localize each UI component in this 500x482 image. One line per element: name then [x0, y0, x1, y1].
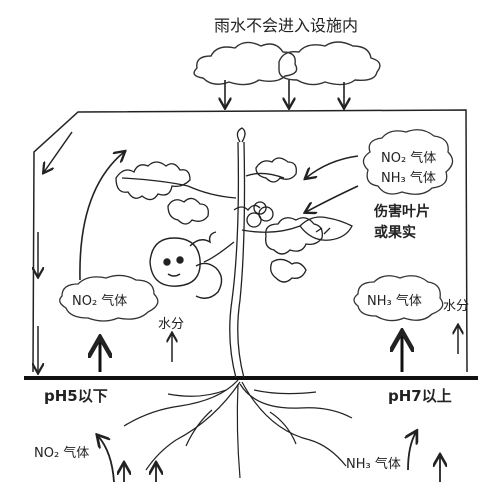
- top-right-gas-line1: NO₂ 气体: [381, 151, 437, 166]
- gas-cloud-left: [59, 274, 159, 322]
- upward-arrows: [100, 326, 458, 372]
- top-right-gas-line2: NH₃ 气体: [381, 171, 436, 186]
- soil-gas-right: NH₃ 气体: [346, 457, 401, 472]
- water-label-left: 水分: [158, 317, 185, 332]
- gas-cloud-top-right: [362, 129, 454, 195]
- right-circulation-arrow: [306, 155, 359, 178]
- left-cloud-gas-label: NO₂ 气体: [72, 294, 128, 309]
- rain-clouds: [193, 41, 381, 86]
- soil-arrows: [98, 432, 440, 482]
- title-label: 雨水不会进入设施内: [214, 16, 359, 35]
- greenhouse-frame: [32, 109, 468, 373]
- damage-label-line1: 伤害叶片: [374, 204, 430, 220]
- green-fruits: [246, 201, 274, 228]
- damage-label-line2: 或果实: [374, 225, 416, 241]
- soil-gas-left: NO₂ 气体: [34, 446, 90, 461]
- roots: [123, 379, 353, 479]
- wall-arrows: [38, 131, 73, 372]
- rain-arrows: [225, 80, 344, 107]
- gas-to-leaf-arrow: [306, 185, 359, 212]
- soil-ph-left: pH5以下: [44, 387, 108, 405]
- gas-cloud-right: [353, 275, 444, 322]
- water-label-right: 水分: [443, 299, 470, 314]
- soil-ph-right: pH7以上: [388, 387, 452, 405]
- left-circulation-arrow: [79, 152, 124, 281]
- tomato-plant: [115, 127, 353, 379]
- damaged-tomato: [149, 231, 223, 299]
- right-cloud-gas-label: NH₃ 气体: [367, 294, 422, 309]
